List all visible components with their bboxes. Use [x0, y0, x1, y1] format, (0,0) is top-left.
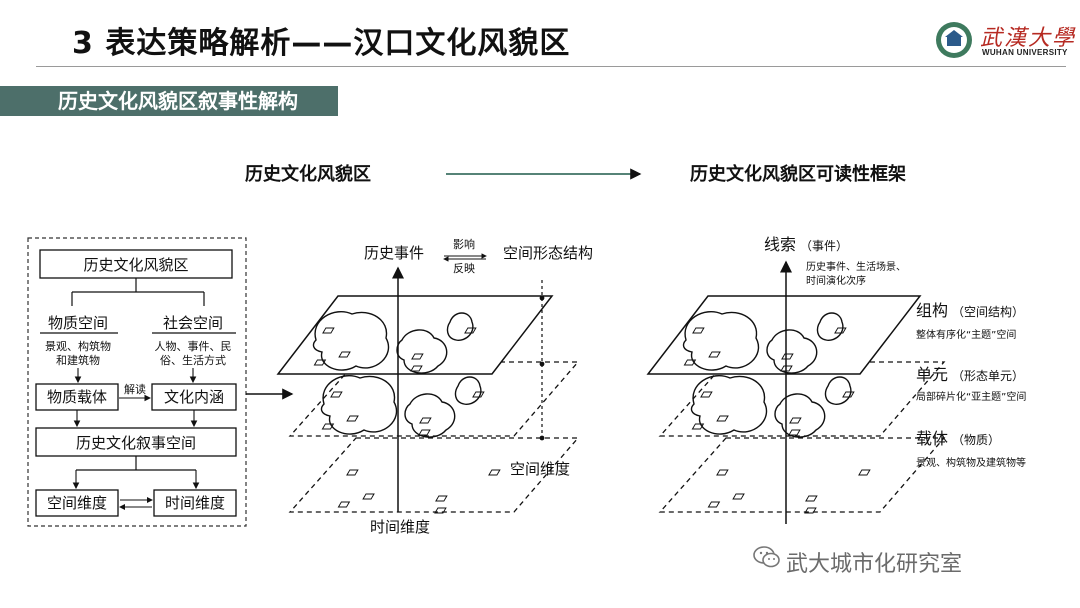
model-influence: 影响: [453, 238, 475, 251]
flow-label-connotation: 文化内涵: [164, 388, 224, 406]
layer-middle: [288, 361, 580, 438]
framework-clue: 线索: [764, 235, 796, 254]
model-reflect: 反映: [453, 262, 475, 275]
flow-label-district: 历史文化风貌区: [83, 256, 188, 274]
header-right: 历史文化风貌区可读性框架: [690, 163, 906, 185]
framework-layer-bottom: [658, 437, 946, 514]
flow-social-desc-2: 俗、生活方式: [160, 353, 226, 367]
header-left: 历史文化风貌区: [245, 163, 371, 185]
flow-box-district: [39, 249, 233, 279]
model-structure: 空间形态结构: [503, 244, 593, 262]
framework-unit-note: （形态单元）: [952, 369, 1024, 383]
title-divider: [36, 66, 1066, 67]
logo-english-name: WUHAN UNIVERSITY: [982, 48, 1068, 57]
framework-layer-top: [646, 295, 922, 375]
flow-box-connotation: [151, 383, 237, 411]
flow-material-desc-2: 和建筑物: [56, 353, 100, 367]
logo-chinese-name: 武漢大學: [980, 26, 1077, 51]
framework-unit-desc: 局部碎片化“亚主题”空间: [916, 390, 1026, 403]
flow-label-time-dim: 时间维度: [165, 494, 225, 512]
watermark-text: 武大城市化研究室: [786, 552, 963, 577]
framework-carrier-note: （物质）: [952, 433, 1000, 447]
wechat-icon: [753, 546, 780, 568]
flow-material-space: 物质空间: [48, 314, 108, 332]
model-time-dim: 时间维度: [370, 518, 430, 536]
flowchart-frame: [27, 237, 247, 527]
framework-layer-middle: [658, 361, 946, 438]
flow-label-interpret: 解读: [124, 382, 146, 396]
framework-carrier: 载体: [916, 429, 948, 448]
layer-top: [276, 295, 554, 375]
flow-box-space-dim: [35, 489, 119, 517]
axis-dot: [539, 361, 545, 367]
framework-unit: 单元: [916, 365, 948, 384]
slide-title: 3 表达策略解析——汉口文化风貌区: [72, 26, 571, 61]
model-event: 历史事件: [364, 244, 424, 262]
axis-dot: [539, 435, 545, 441]
flow-box-time-dim: [153, 489, 237, 517]
framework-clue-desc-2: 时间演化次序: [806, 274, 866, 287]
section-heading: 历史文化风貌区叙事性解构: [0, 86, 338, 116]
university-logo: [936, 22, 972, 58]
axis-dot: [539, 295, 545, 301]
framework-group-note: （空间结构）: [952, 304, 1024, 319]
flow-label-carrier: 物质载体: [47, 388, 107, 406]
framework-group: 组构: [916, 301, 948, 320]
framework-clue-desc-1: 历史事件、生活场景、: [806, 260, 906, 273]
flow-label-space-dim: 空间维度: [47, 494, 107, 512]
flow-social-desc-1: 人物、事件、民: [155, 339, 232, 353]
flow-label-narrative: 历史文化叙事空间: [76, 434, 196, 452]
layer-bottom: [288, 437, 580, 514]
model-space-dim: 空间维度: [510, 460, 570, 478]
flow-social-space: 社会空间: [163, 314, 223, 332]
framework-clue-note: （事件）: [800, 239, 848, 253]
flow-material-desc-1: 景观、构筑物: [45, 339, 111, 353]
framework-carrier-desc: 景观、构筑物及建筑物等: [916, 456, 1026, 469]
framework-group-desc: 整体有序化“主题”空间: [916, 328, 1016, 341]
